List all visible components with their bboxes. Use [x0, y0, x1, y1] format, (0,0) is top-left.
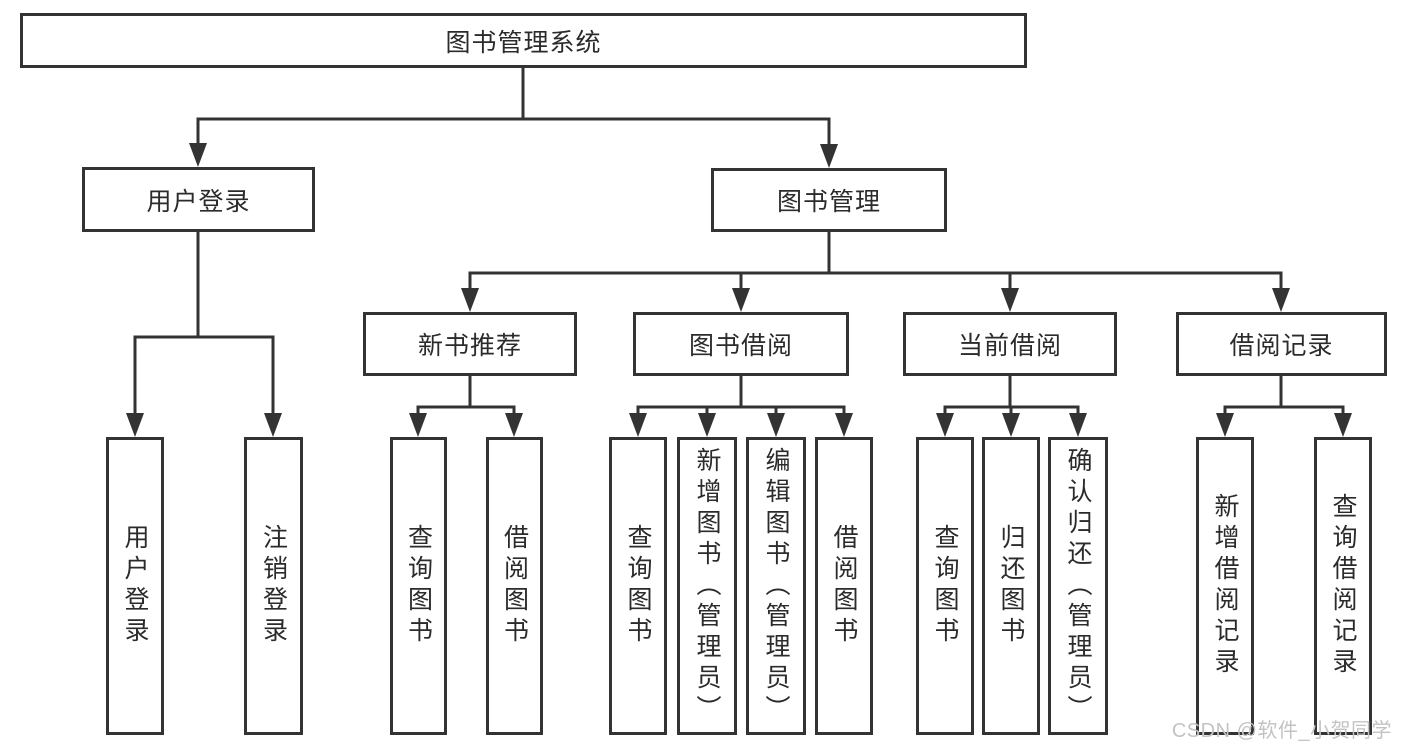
node-label: 图书借阅 — [688, 332, 793, 360]
leaf-query-books-current: 查询图书 — [916, 437, 974, 735]
node-label: 新增借阅记录 — [1211, 493, 1239, 679]
node-label: 新增图书（管理员） — [693, 446, 721, 726]
leaf-add-books-admin: 新增图书（管理员） — [677, 437, 737, 735]
node-label: 借阅图书 — [830, 524, 858, 648]
node-label: 当前借阅 — [957, 332, 1062, 360]
leaf-borrow-books-recommend: 借阅图书 — [486, 437, 543, 735]
node-borrowing-records: 借阅记录 — [1176, 312, 1387, 376]
leaf-confirm-return-admin: 确认归还（管理员） — [1048, 437, 1108, 735]
node-label: 编辑图书（管理员） — [762, 446, 790, 726]
node-label: 确认归还（管理员） — [1064, 446, 1092, 726]
node-label: 新书推荐 — [417, 332, 522, 360]
node-new-book-recommend: 新书推荐 — [363, 312, 577, 376]
leaf-user-login: 用户登录 — [106, 437, 164, 735]
leaf-logout: 注销登录 — [244, 437, 303, 735]
node-current-borrowing: 当前借阅 — [903, 312, 1117, 376]
node-user-login-branch: 用户登录 — [82, 167, 315, 232]
watermark: CSDN @软件_小贺同学 — [1171, 720, 1392, 742]
leaf-query-borrow-record: 查询借阅记录 — [1314, 437, 1372, 735]
node-label: 查询借阅记录 — [1329, 493, 1357, 679]
node-book-borrowing: 图书借阅 — [633, 312, 849, 376]
node-label: 用户登录 — [121, 524, 149, 648]
node-label: 查询图书 — [404, 524, 433, 648]
node-library-management-system: 图书管理系统 — [20, 13, 1027, 68]
node-label: 图书管理 — [776, 188, 881, 216]
leaf-borrow-books: 借阅图书 — [815, 437, 873, 735]
leaf-add-borrow-record: 新增借阅记录 — [1196, 437, 1254, 735]
node-book-management: 图书管理 — [711, 168, 947, 232]
node-label: 用户登录 — [146, 187, 251, 216]
node-label: 借阅图书 — [500, 524, 529, 648]
leaf-query-books-recommend: 查询图书 — [390, 437, 447, 735]
node-label: 借阅记录 — [1229, 332, 1334, 360]
leaf-query-books-borrowing: 查询图书 — [609, 437, 667, 735]
node-label: 查询图书 — [931, 524, 959, 648]
node-label: 图书管理系统 — [445, 28, 602, 57]
node-label: 归还图书 — [997, 524, 1025, 648]
leaf-edit-books-admin: 编辑图书（管理员） — [746, 437, 806, 735]
node-label: 注销登录 — [259, 524, 288, 648]
node-label: 查询图书 — [624, 524, 652, 648]
leaf-return-books: 归还图书 — [982, 437, 1040, 735]
